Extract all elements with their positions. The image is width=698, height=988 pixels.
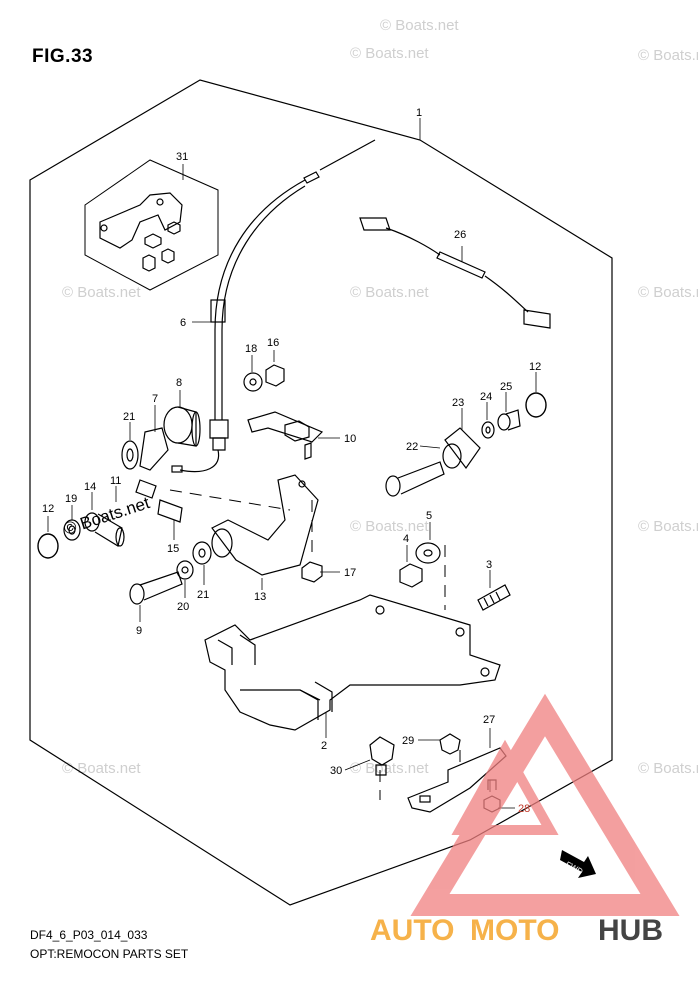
automotohub-wordmark: AUTO MOTO HUB xyxy=(370,914,663,947)
part-11-pin xyxy=(135,479,183,523)
callout-28: 28 xyxy=(518,803,530,815)
leader-lines xyxy=(47,118,537,809)
part-24-washer xyxy=(481,421,495,439)
part-21-washer xyxy=(121,440,139,470)
part-18-washer xyxy=(243,372,263,392)
callout-31: 31 xyxy=(176,151,188,163)
callout-24: 24 xyxy=(480,391,492,403)
callout-20: 20 xyxy=(177,601,189,613)
watermark-text: © Boats.net xyxy=(638,760,698,777)
callout-16: 16 xyxy=(267,337,279,349)
callout-5: 5 xyxy=(426,510,432,522)
callout-7: 7 xyxy=(152,393,158,405)
callout-11: 11 xyxy=(110,475,121,487)
callout-26: 26 xyxy=(454,229,466,241)
watermark-text: © Boats.net xyxy=(380,17,459,34)
watermark-text: © Boats.net xyxy=(350,284,429,301)
part-29-clip xyxy=(439,733,461,755)
watermark-text: © Boats.net xyxy=(350,760,429,777)
watermark-text: © Boats.net xyxy=(350,518,429,535)
part-7-bracket xyxy=(139,427,169,471)
callout-17: 17 xyxy=(344,567,356,579)
part-3-stud xyxy=(477,584,511,611)
callout-12-left: 12 xyxy=(42,503,54,515)
callout-23: 23 xyxy=(452,397,464,409)
callout-21-lower: 21 xyxy=(197,589,209,601)
callout-6: 6 xyxy=(180,317,186,329)
part-21-washer-lower xyxy=(192,541,212,565)
part-6-cable xyxy=(171,139,376,473)
brand-auto: AUTO xyxy=(370,914,454,947)
brand-moto: MOTO xyxy=(470,914,559,947)
callout-25: 25 xyxy=(500,381,512,393)
callout-2: 2 xyxy=(321,740,327,752)
part-8-cap xyxy=(163,406,201,447)
fwd-arrow: FWD xyxy=(560,850,596,878)
watermark-text: © Boats.net xyxy=(638,47,698,64)
callout-1: 1 xyxy=(416,107,422,119)
part-26-harness xyxy=(359,217,551,329)
callout-labels: 1 2 3 4 5 6 7 8 9 10 11 12 12 13 14 15 1… xyxy=(42,107,541,815)
watermark-text: © Boats.net xyxy=(350,45,429,62)
part-20-washer xyxy=(176,560,194,580)
callout-3: 3 xyxy=(486,559,492,571)
callout-8: 8 xyxy=(176,377,182,389)
part-14-collar xyxy=(84,512,125,547)
part-25-collar xyxy=(497,409,521,431)
callout-30: 30 xyxy=(330,765,342,777)
callout-15: 15 xyxy=(167,543,179,555)
brand-hub: HUB xyxy=(598,914,663,947)
drawing-code: DF4_6_P03_014_033 xyxy=(30,928,148,942)
callout-29: 29 xyxy=(402,735,414,747)
callout-10: 10 xyxy=(344,433,356,445)
figure-caption: OPT:REMOCON PARTS SET xyxy=(30,947,189,961)
part-4-nut xyxy=(399,563,423,588)
part-2-bracket xyxy=(204,594,501,731)
part-13-lever xyxy=(211,474,319,576)
part-9-bolt xyxy=(129,571,183,605)
callout-18: 18 xyxy=(245,343,257,355)
part-16-nut xyxy=(265,364,285,387)
callout-19: 19 xyxy=(65,493,77,505)
part-12-o-ring-right xyxy=(525,392,547,418)
callout-12-right: 12 xyxy=(529,361,541,373)
part-31-bracket xyxy=(99,192,183,272)
part-22-pin xyxy=(385,461,445,497)
callout-27: 27 xyxy=(483,714,495,726)
part-10-plate xyxy=(247,411,324,460)
part-17-nut xyxy=(301,561,323,583)
callout-22: 22 xyxy=(406,441,418,453)
part-30-clip xyxy=(369,736,395,776)
watermark-text: © Boats.net xyxy=(638,518,698,535)
figure-title: FIG.33 xyxy=(32,46,94,67)
part-5-washer xyxy=(415,542,441,564)
assembly-frame xyxy=(29,79,613,906)
callout-14: 14 xyxy=(84,481,96,493)
callout-4: 4 xyxy=(403,533,409,545)
callout-9: 9 xyxy=(136,625,142,637)
watermark-text: © Boats.net xyxy=(62,284,141,301)
watermark-text: © Boats.net xyxy=(638,284,698,301)
part-23-bushing xyxy=(442,427,481,470)
callout-21-upper: 21 xyxy=(123,411,135,423)
part-12-o-ring-left xyxy=(37,533,59,559)
automotohub-logo-mark xyxy=(410,693,680,916)
callout-13: 13 xyxy=(254,591,266,603)
part-31-inset-frame xyxy=(84,159,219,291)
